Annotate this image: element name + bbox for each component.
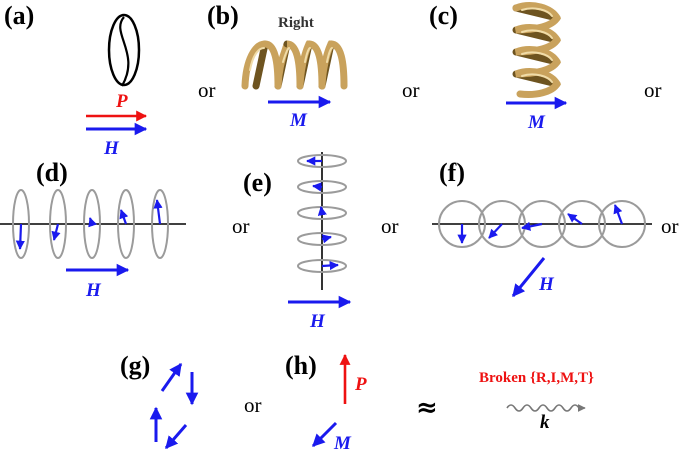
helix-label: Right (278, 15, 314, 31)
ring-6 (297, 154, 347, 168)
spin-f5 (613, 204, 624, 225)
ring-14 (558, 200, 606, 248)
h-arrow-f (511, 257, 546, 297)
spin-e2 (312, 182, 323, 192)
h-label-f: H (538, 274, 555, 295)
or-text-7: or (244, 393, 262, 417)
m-arrow-h (311, 421, 338, 448)
h-label: H (103, 138, 120, 159)
approx-symbol: ≈ (416, 393, 438, 423)
ellipse-shape (107, 13, 141, 87)
panel-h: (h) P M (285, 351, 367, 453)
ring-7 (297, 180, 347, 194)
m-label-h: M (333, 433, 352, 453)
ring-1 (12, 189, 30, 259)
ring-3 (83, 189, 101, 259)
spin-e5 (321, 260, 339, 271)
twist-curve (119, 16, 130, 87)
panel-g: (g) (120, 351, 199, 449)
spin-f4 (567, 213, 583, 225)
spin-f3 (521, 221, 543, 231)
panel-a: (a) P H (4, 1, 148, 159)
spin-d5 (153, 199, 163, 225)
label-b: (b) (207, 1, 239, 30)
or-text-5: or (381, 214, 399, 238)
broken-label: Broken {R,I,M,T} (479, 370, 594, 386)
p-label-h: P (354, 374, 367, 395)
ring-11 (438, 200, 486, 248)
or-text-1: or (198, 78, 216, 102)
panel-c: (c) M (429, 1, 568, 133)
spin-d1 (15, 223, 25, 250)
wave-k (506, 404, 586, 412)
horizontal-helix (241, 40, 348, 90)
ring-15 (598, 200, 646, 248)
panel-e: (e) H (243, 152, 352, 332)
h-label-e: H (309, 311, 326, 332)
vortex-arrow-1 (160, 362, 183, 392)
m-label-c: M (527, 112, 546, 133)
h-label-d: H (85, 280, 102, 301)
ring-10 (297, 259, 347, 273)
spin-f2 (488, 223, 503, 239)
spin-e3 (317, 206, 327, 216)
ring-5 (151, 189, 169, 259)
spin-d3 (88, 217, 98, 228)
vortex-arrow-3 (164, 424, 188, 449)
p-label: P (115, 91, 128, 112)
broken-symmetry-group: Broken {R,I,M,T} k (479, 370, 594, 433)
spin-e4 (321, 234, 332, 244)
vertical-helix (512, 2, 562, 98)
label-e: (e) (243, 168, 272, 197)
panel-b: (b) Right M (207, 1, 348, 131)
spin-d4 (119, 209, 129, 225)
ring-2 (49, 189, 67, 259)
ring-4 (117, 189, 135, 259)
panel-f: (f) H (432, 158, 652, 297)
label-h: (h) (285, 351, 317, 380)
ring-13 (518, 200, 566, 248)
label-g: (g) (120, 351, 150, 380)
or-text-4: or (232, 214, 250, 238)
or-text-2: or (402, 78, 420, 102)
or-text-3: or (644, 78, 662, 102)
ring-9 (297, 232, 347, 246)
k-label: k (540, 412, 550, 433)
spin-d2 (51, 223, 61, 241)
label-a: (a) (4, 1, 34, 30)
panel-d: (d) H (0, 158, 186, 301)
label-c: (c) (429, 1, 458, 30)
label-f: (f) (439, 158, 465, 187)
m-label-b: M (289, 110, 308, 131)
label-d: (d) (36, 158, 68, 187)
or-text-6: or (661, 214, 679, 238)
